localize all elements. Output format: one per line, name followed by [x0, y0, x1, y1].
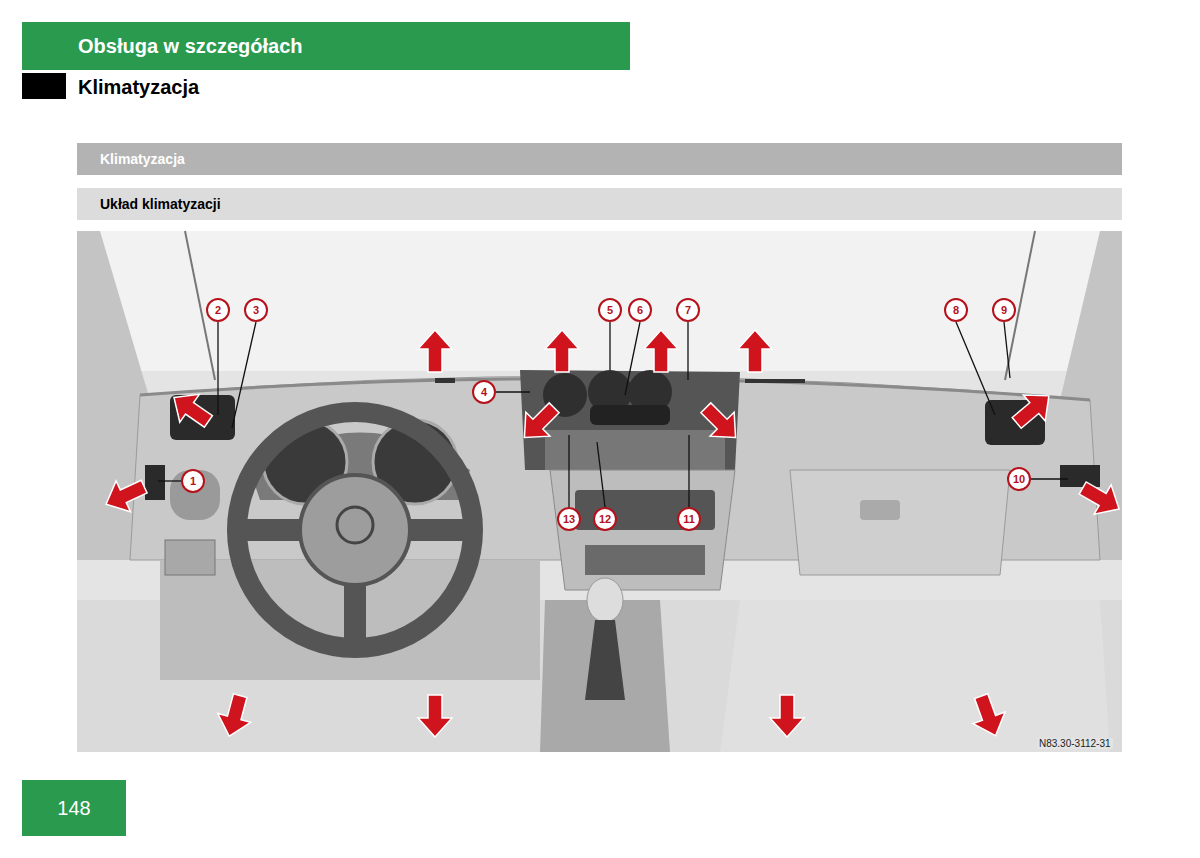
page-number-box: 148 — [22, 780, 126, 836]
callout-circle: 10 — [1007, 467, 1031, 491]
figure-code: N83.30-3112-31 — [1037, 738, 1113, 749]
callout-circle: 12 — [593, 507, 617, 531]
callout-circle: 2 — [206, 298, 230, 322]
callout-number: 5 — [607, 304, 613, 316]
heading-text: Obsługa w szczegółach — [78, 35, 303, 58]
callout-number: 3 — [253, 304, 259, 316]
heading-text: 148 — [57, 797, 90, 820]
air-flow-arrows — [99, 330, 1128, 741]
heading-text: Układ klimatyzacji — [100, 196, 221, 212]
dashboard-photo — [77, 231, 1122, 752]
subsection-bar: Klimatyzacja — [77, 143, 1122, 175]
callout-number: 10 — [1013, 473, 1025, 485]
callout-number: 11 — [683, 513, 695, 525]
callout-number: 1 — [190, 475, 196, 487]
callout-circle: 7 — [676, 298, 700, 322]
leader-lines — [158, 322, 1068, 507]
callout-circle: 11 — [677, 507, 701, 531]
callout-number: 9 — [1001, 304, 1007, 316]
callout-circle: 5 — [598, 298, 622, 322]
callout-number: 8 — [953, 304, 959, 316]
callout-number: 7 — [685, 304, 691, 316]
callout-circle: 3 — [244, 298, 268, 322]
callout-number: 2 — [215, 304, 221, 316]
callout-circle: 1 — [181, 469, 205, 493]
heading-text: Klimatyzacja — [100, 151, 185, 167]
callout-circle: 9 — [992, 298, 1016, 322]
callout-number: 12 — [599, 513, 611, 525]
section-band: Obsługa w szczegółach — [22, 22, 630, 70]
callout-circle: 4 — [472, 380, 496, 404]
page-heading: Klimatyzacja — [78, 76, 199, 99]
subsection-bar: Układ klimatyzacji — [77, 188, 1122, 220]
callout-number: 6 — [637, 304, 643, 316]
header-marker — [22, 73, 66, 99]
callout-circle: 8 — [944, 298, 968, 322]
callout-circle: 6 — [628, 298, 652, 322]
callout-number: 4 — [481, 386, 487, 398]
callout-circle: 13 — [557, 507, 581, 531]
callout-number: 13 — [563, 513, 575, 525]
